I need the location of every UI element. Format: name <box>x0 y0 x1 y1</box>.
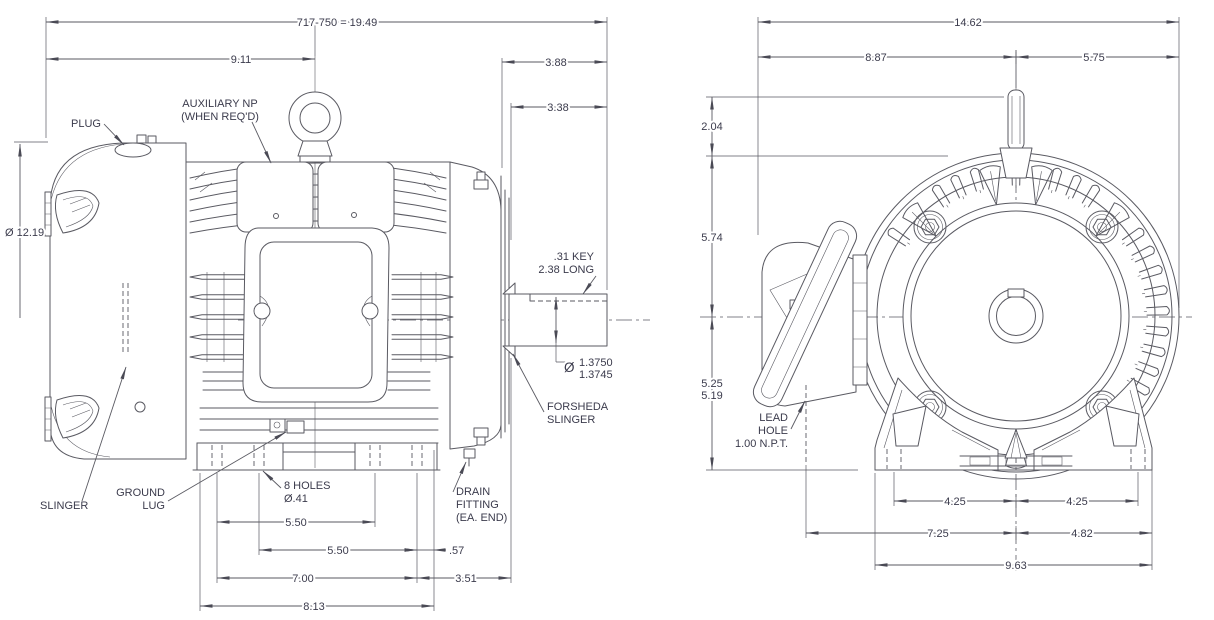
auxiliary-np-covers <box>236 161 395 233</box>
lead-hole-label-3: 1.00 N.P.T. <box>735 438 788 450</box>
ground-lug <box>269 418 305 434</box>
dim-lead-to-center: 7.25 <box>927 528 948 540</box>
pad-bolt-left <box>253 302 271 320</box>
drain-fitting <box>463 448 476 467</box>
lead-hole-label-2: HOLE <box>758 425 788 437</box>
dim-shaft-dia-lower: 1.3745 <box>579 369 613 381</box>
dim-center-to-left: 8.87 <box>865 52 886 64</box>
foot-holes-hidden <box>211 445 423 469</box>
dim-bolt-span-overall: 7.00 <box>292 573 313 585</box>
plug-label: PLUG <box>71 118 101 130</box>
dim-shaft-dia-upper: 1.3750 <box>579 357 613 369</box>
forsheda-label-2: SLINGER <box>547 414 595 426</box>
side-view-dimensions: 717-750 = 19.49 9.11 3.88 3.38 Ø 12.19 .… <box>3 15 615 615</box>
lifting-eyebolt <box>288 91 342 163</box>
dim-front-to-eyebolt: 9.11 <box>231 54 252 66</box>
end-bell-bolt-bottom <box>473 427 489 446</box>
cover-screw <box>134 401 146 413</box>
shaft-dia-symbol: Ø <box>564 360 575 375</box>
dim-endbell-to-shaft-end: 3.88 <box>545 57 566 69</box>
dim-center-to-top: 5.74 <box>701 232 722 244</box>
bottom-rib <box>1004 429 1028 459</box>
holes-label-1: 8 HOLES <box>284 480 330 492</box>
dim-center-to-foot-edge: 4.82 <box>1071 528 1092 540</box>
conduit-box-cover <box>752 220 858 408</box>
side-view <box>44 56 650 471</box>
dim-foot-to-slinger: 3.51 <box>455 573 476 585</box>
key-callout-1: .31 KEY <box>554 251 595 263</box>
drain-label-3: (EA. END) <box>456 512 507 524</box>
shaft <box>502 282 608 358</box>
dim-shaft-extension: 3.38 <box>547 102 568 114</box>
holes-label-2: Ø.41 <box>284 493 308 505</box>
fan-cover <box>44 134 187 460</box>
louvre-top <box>55 190 100 234</box>
mounting-feet-side <box>192 442 441 471</box>
end-view <box>700 52 1192 572</box>
end-view-dimensions: 14.62 8.87 5.75 2.04 5.74 5.25 5.19 LEAD… <box>699 15 1180 574</box>
dim-eyebolt-height: 2.04 <box>701 121 722 133</box>
keyway-slot <box>1007 288 1025 298</box>
dim-foot-bolt-right: 4.25 <box>1066 496 1087 508</box>
end-bell-bolt-top <box>473 171 489 190</box>
mounting-feet-end <box>874 377 1153 471</box>
drain-label-2: FITTING <box>456 499 499 511</box>
dim-foot-bolt-left: 4.25 <box>944 496 965 508</box>
frame-center-pad <box>242 227 390 403</box>
forsheda-slinger-part <box>502 282 516 358</box>
slinger-label: SLINGER <box>40 500 88 512</box>
bolt-boss <box>913 210 947 244</box>
pad-bolt-right <box>361 302 379 320</box>
dim-center-to-right: 5.75 <box>1083 52 1104 64</box>
key-callout-2: 2.38 LONG <box>538 264 594 276</box>
bolt-boss <box>1085 210 1119 244</box>
dim-foot-offset: .57 <box>449 545 464 557</box>
slinger-hidden <box>122 283 129 352</box>
aux-np-label-2: (WHEN REQ'D) <box>181 111 259 123</box>
cooling-fins-end <box>887 162 1170 469</box>
forsheda-label-1: FORSHEDA <box>547 401 609 413</box>
dim-shaft-height-upper: 5.25 <box>701 378 722 390</box>
dim-end-overall-width: 14.62 <box>954 17 982 29</box>
conduit-box <box>752 220 868 465</box>
ground-label-2: LUG <box>142 500 165 512</box>
dim-shaft-height-lower: 5.19 <box>701 390 722 402</box>
dim-fan-cover-dia: Ø 12.19 <box>5 227 44 239</box>
plug <box>114 134 157 158</box>
shaft-end <box>988 288 1044 344</box>
aux-np-label-1: AUXILIARY NP <box>182 98 257 110</box>
dim-foot-overall-width: 9.63 <box>1005 560 1026 572</box>
dim-bolt-span-b: 5.50 <box>327 545 348 557</box>
ground-label-1: GROUND <box>116 487 165 499</box>
louvre-bottom <box>55 395 100 439</box>
dim-overall-length: 717-750 = 19.49 <box>297 17 377 29</box>
dim-base-length: 8.13 <box>303 601 324 613</box>
lead-hole-label-1: LEAD <box>759 412 788 424</box>
dim-bolt-span-a: 5.50 <box>285 517 306 529</box>
drain-label-1: DRAIN <box>456 486 490 498</box>
drive-end-bell <box>449 161 510 450</box>
cooling-fins-side <box>189 272 454 362</box>
end-eyebolt <box>999 89 1033 179</box>
end-foot-holes-hidden <box>886 449 1146 469</box>
